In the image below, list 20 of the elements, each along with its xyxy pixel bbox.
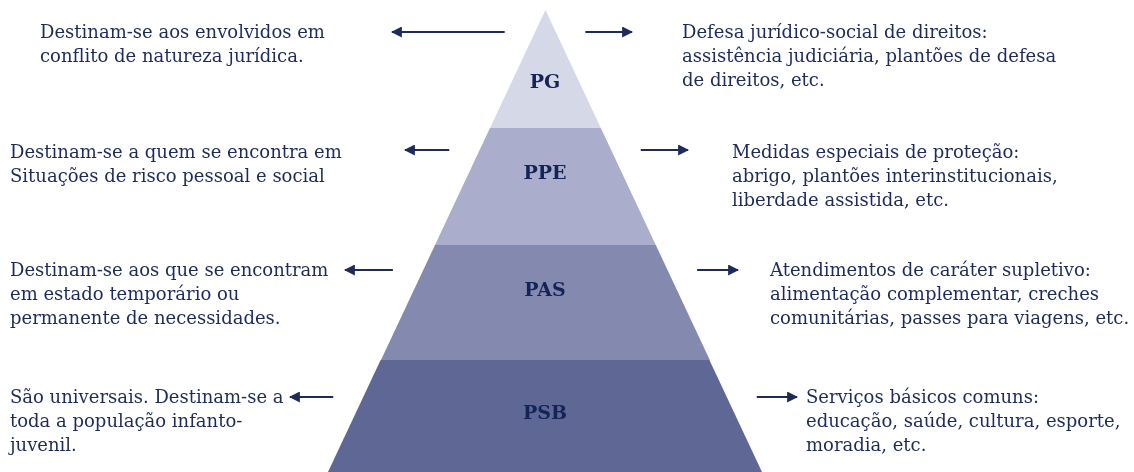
arrow — [403, 144, 451, 156]
description-text: Destinam-se aos que se encontram em estado temporário ou permanente de necessidades. — [9, 258, 330, 330]
arrow — [288, 391, 335, 403]
tier-label: PAS — [523, 278, 567, 300]
tier-label: PPE — [522, 161, 568, 183]
tier-label: PSB — [521, 401, 569, 423]
description-text: Destinam-se aos envolvidos em conflito de natureza jurídica. — [39, 20, 326, 68]
arrow — [639, 144, 690, 156]
description-text: Serviços básicos comuns: educação, saúde, cultura, esporte, moradia, etc. — [805, 385, 1122, 457]
tier-label: PG — [528, 70, 562, 92]
description-text: Atendimentos de caráter supletivo: alimentação complementar, creches comunitárias, passes para viagens, etc. — [769, 258, 1131, 330]
arrow — [755, 391, 799, 403]
arrow — [390, 26, 506, 38]
arrow — [696, 264, 740, 276]
description-text: Medidas especiais de proteção: abrigo, plantões interinstitucionais, liberdade assistida, etc. — [731, 140, 1059, 212]
description-text: Defesa jurídico-social de direitos: assistência judiciária, plantões de defesa de direitos, etc. — [681, 20, 1058, 92]
arrow — [584, 26, 634, 38]
description-text: Destinam-se a quem se encontra em Situações de risco pessoal e social — [9, 140, 343, 188]
description-text: São universais. Destinam-se a toda a população infanto-juvenil. — [8, 385, 285, 457]
arrow — [343, 264, 394, 276]
